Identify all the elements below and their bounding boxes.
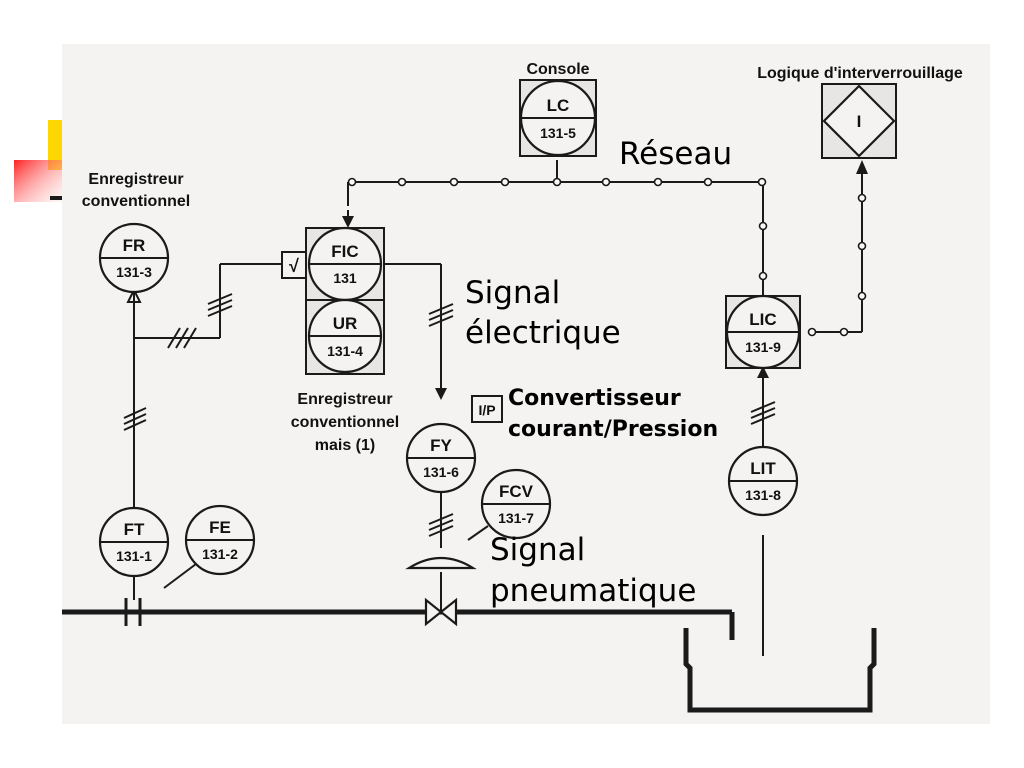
lit-131-8-instrument: LIT 131-8: [727, 445, 799, 517]
ur-tag: UR: [333, 314, 358, 333]
interlock-label: Logique d'interverrouillage: [757, 65, 963, 82]
lc-number: 131-5: [540, 125, 576, 141]
signal-electrique-line2: électrique: [465, 315, 621, 351]
fr-number: 131-3: [116, 264, 152, 280]
fr-tag: FR: [123, 236, 146, 255]
hash-fic-fy: [428, 303, 454, 327]
ft-131-1-instrument: FT 131-1: [98, 506, 170, 578]
recorder-conv-label-line1: Enregistreur: [88, 171, 183, 188]
ip-converter-symbol: I/P: [471, 395, 503, 423]
recorder-conv-label-line2: conventionnel: [82, 193, 190, 210]
fic-tag: FIC: [331, 242, 358, 261]
signal-pneumatique-line2: pneumatique: [490, 573, 696, 609]
signal-pneumatique-line1: Signal: [490, 532, 585, 568]
fic-ur-stack: FIC 131 UR 131-4: [305, 226, 385, 375]
reseau-annotation: Réseau: [619, 136, 732, 172]
recorder-but-label-line1: Enregistreur: [297, 391, 392, 408]
hash-ft-fr: [123, 407, 147, 431]
sqrt-symbol: √: [289, 256, 299, 276]
ft-tag: FT: [124, 520, 145, 539]
hash-vertical: [207, 293, 233, 317]
lit-number: 131-8: [745, 487, 781, 503]
fcv-131-7-instrument: FCV 131-7: [480, 468, 552, 540]
process-piping: [62, 557, 735, 640]
fcv-tag: FCV: [499, 482, 534, 501]
lc-tag: LC: [547, 96, 570, 115]
recorder-but-label-line2: conventionnel: [291, 414, 399, 431]
fr-131-3-instrument: FR 131-3: [98, 222, 170, 294]
console-label: Console: [526, 61, 589, 78]
ur-number: 131-4: [327, 343, 363, 359]
fy-131-6-instrument: FY 131-6: [405, 422, 477, 494]
fe-number: 131-2: [202, 546, 238, 562]
sqrt-extractor: √: [281, 251, 307, 279]
ip-symbol: I/P: [478, 402, 495, 418]
fic-number: 131: [333, 270, 357, 286]
fe-tag: FE: [209, 518, 231, 537]
interlock-logic: I: [821, 83, 897, 159]
convertisseur-line2: courant/Pression: [508, 417, 718, 442]
ft-number: 131-1: [116, 548, 152, 564]
slide-bullet-decoration: [14, 120, 62, 202]
tank: [683, 628, 877, 713]
lc-131-5-shared-display: LC 131-5: [519, 79, 597, 157]
lic-number: 131-9: [745, 339, 781, 355]
convertisseur-line1: Convertisseur: [508, 386, 681, 411]
fy-number: 131-6: [423, 464, 459, 480]
hash-lit-lic: [750, 401, 776, 425]
hash-horizontal: [167, 327, 197, 349]
recorder-but-label-line3: mais (1): [315, 437, 375, 454]
hash-fy-fcv: [428, 513, 454, 537]
network-link: [347, 160, 868, 337]
network-nodes: [347, 177, 867, 337]
fy-tag: FY: [430, 436, 452, 455]
fe-131-2-instrument: FE 131-2: [184, 504, 256, 576]
signal-electrique-line1: Signal: [465, 275, 560, 311]
fcv-number: 131-7: [498, 510, 534, 526]
electric-signal-marks: [123, 293, 776, 537]
lic-tag: LIC: [749, 310, 776, 329]
lic-131-9-shared-display: LIC 131-9: [725, 294, 801, 370]
lit-tag: LIT: [750, 459, 776, 478]
interlock-symbol: I: [857, 112, 862, 131]
